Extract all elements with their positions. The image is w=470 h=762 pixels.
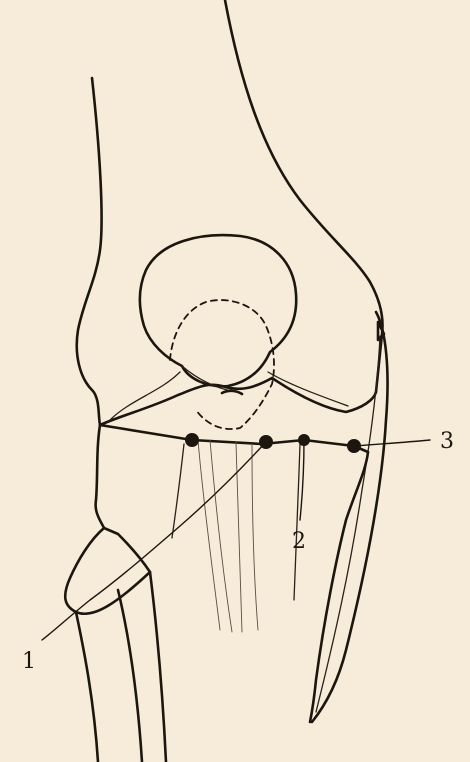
tibia-shaft-line-2 (210, 440, 232, 632)
leader-line-2 (300, 440, 304, 520)
label-1: 1 (22, 649, 36, 674)
patella (140, 235, 296, 394)
intercondylar-line-right (268, 372, 348, 406)
label-2: 2 (292, 529, 306, 554)
intercondylar-line-left (110, 372, 180, 420)
tibia-shaft-line-4 (252, 444, 258, 630)
tibia-shaft-line-1 (198, 440, 220, 630)
landmark-dot-a (185, 433, 199, 447)
tubercle-dashed-outline (170, 300, 274, 429)
lower-left-bone (65, 528, 166, 762)
lower-left-shaft-3 (118, 590, 142, 762)
femur (77, 0, 383, 425)
lower-left-shaft-2 (150, 572, 166, 762)
patella-outline (140, 235, 296, 386)
tibial-plateau (100, 425, 368, 452)
femur-medial-outline (225, 0, 383, 392)
lower-left-shaft-1 (76, 612, 98, 762)
label-3: 3 (440, 429, 454, 454)
tibia-lateral-outline (96, 425, 104, 528)
tibia-medial-outline (310, 452, 368, 722)
femur-lateral-outline (77, 78, 102, 425)
fibula-outline (312, 312, 388, 722)
leader-line-3 (354, 440, 430, 446)
fibula (312, 312, 388, 722)
labels: 1 2 3 (22, 429, 454, 674)
tibia (96, 425, 368, 722)
fibula-inner-line (316, 336, 380, 712)
patella-facet (222, 391, 242, 394)
tubercle-right-line (294, 444, 300, 600)
fibular-head-outline (65, 528, 150, 614)
